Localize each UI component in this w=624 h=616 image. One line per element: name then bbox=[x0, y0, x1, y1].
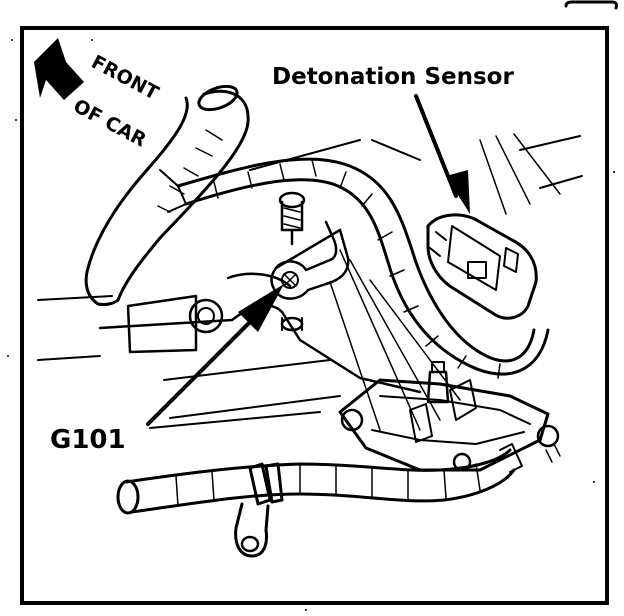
detonation-sensor-arrow bbox=[414, 94, 470, 214]
engine-block bbox=[37, 133, 583, 431]
engine-mount-bracket bbox=[338, 361, 561, 472]
g101-arrow bbox=[146, 284, 284, 426]
front-of-car-arrow-icon bbox=[34, 38, 84, 100]
detonation-sensor-label: Detonation Sensor bbox=[272, 64, 514, 90]
scan-dots bbox=[7, 39, 615, 611]
ground-bolt bbox=[278, 191, 306, 246]
lower-hose bbox=[116, 443, 523, 515]
detonation-sensor bbox=[426, 213, 538, 320]
hose-clamp bbox=[234, 462, 284, 558]
g101-label: G101 bbox=[50, 425, 126, 455]
corner-mark bbox=[564, 0, 618, 10]
